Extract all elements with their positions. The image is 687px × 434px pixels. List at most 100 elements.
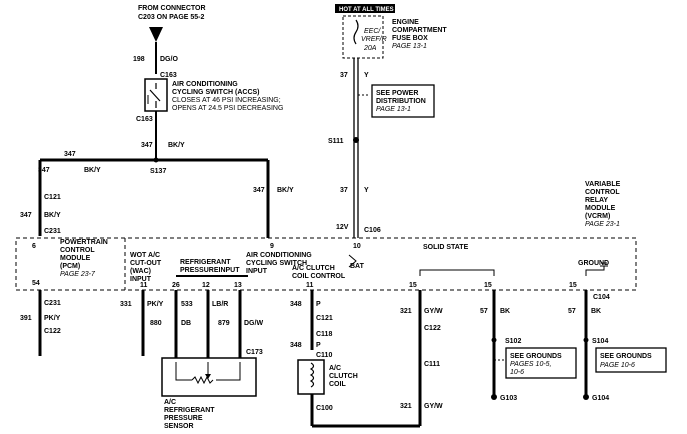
pin-26: 26 <box>172 282 180 289</box>
wire-879-color: DG/W <box>244 320 263 327</box>
fuse-box-name-3: FUSE BOX <box>392 35 428 42</box>
see-grounds-a-box <box>505 347 577 379</box>
wire-37a-color: Y <box>364 72 369 79</box>
wire-321a-color: GY/W <box>424 308 443 315</box>
wire-347c-label: 347 <box>38 167 50 174</box>
splice-s111 <box>353 137 359 143</box>
s102-label: S102 <box>505 338 521 345</box>
accs-input-label-2: CYCLING SWITCH <box>246 260 307 267</box>
fuse-box-name-2: COMPARTMENT <box>392 27 447 34</box>
ground-label: GROUND <box>578 260 609 267</box>
solid-state-label: SOLID STATE <box>423 244 469 251</box>
c111-label: C111 <box>424 361 440 368</box>
wac-label-1: WOT A/C <box>130 252 160 259</box>
sensor-name-1: A/C <box>164 399 176 406</box>
refrigerant-label-2: PRESSUREINPUT <box>180 267 240 274</box>
c121b-label: C121 <box>316 315 333 322</box>
s137-label: S137 <box>150 168 166 175</box>
pin-1: 15 <box>569 282 577 289</box>
connector-arrow-icon <box>149 27 163 42</box>
c231-top-label: C231 <box>44 228 61 235</box>
c100-label: C100 <box>316 405 333 412</box>
pcm-page: PAGE 23-7 <box>60 271 96 278</box>
see-grounds-b-box <box>595 347 667 373</box>
from-connector-label: FROM CONNECTOR <box>138 5 206 12</box>
pin-12: 12 <box>202 282 210 289</box>
pin-15b: 15 <box>484 282 492 289</box>
wire-37a-label: 37 <box>340 72 348 79</box>
wire-347c-color: BK/Y <box>84 167 101 174</box>
c110-label: C110 <box>316 352 332 359</box>
vcrm-pin-9: 9 <box>270 243 274 250</box>
c231-bottom-label: C231 <box>44 300 61 307</box>
wac-label-4: INPUT <box>130 276 152 283</box>
wire-331-color: PK/Y <box>147 301 164 308</box>
c122b-label: C122 <box>424 325 441 332</box>
clutch-control-label-1: A/C CLUTCH <box>292 265 335 272</box>
vcrm-pin-10: 10 <box>353 243 361 250</box>
fuse-line-2: VREF/R <box>361 36 387 43</box>
g103-label: G103 <box>500 395 517 402</box>
c122-label: C122 <box>44 328 61 335</box>
accs-input-label-3: INPUT <box>246 268 268 275</box>
see-grounds-b-2: PAGE 10-6 <box>600 362 635 369</box>
s111-label: S111 <box>328 138 344 145</box>
clutch-name-2: CLUTCH <box>329 373 358 380</box>
wire-37b-label: 37 <box>340 187 348 194</box>
splice-s104 <box>583 337 589 343</box>
wire-347b-label: 347 <box>64 151 76 158</box>
c121-label: C121 <box>44 194 61 201</box>
12v-label: 12V <box>336 224 349 231</box>
wire-879-label: 879 <box>218 320 230 327</box>
wire-391-label: 391 <box>20 315 32 322</box>
c106-label: C106 <box>364 227 381 234</box>
accs-name-1: AIR CONDITIONING <box>172 81 238 88</box>
wire-198-color: DG/O <box>160 56 178 63</box>
wire-348a-label: 348 <box>290 301 302 308</box>
wire-348b-label: 348 <box>290 342 302 349</box>
module-outline <box>15 237 637 291</box>
wire-37b-color: Y <box>364 187 369 194</box>
clutch-control-label-2: COIL CONTROL <box>292 273 346 280</box>
wire-347a-label: 347 <box>141 142 153 149</box>
vcrm-name-2: CONTROL <box>585 189 620 196</box>
accs-desc-1: CLOSES AT 46 PSI INCREASING; <box>172 97 281 104</box>
wire-198-label: 198 <box>133 56 145 63</box>
bat-arrow-icon <box>348 254 357 268</box>
sensor-resistor-icon <box>191 375 214 385</box>
c118-label: C118 <box>316 331 332 338</box>
wire-347e-color: BK/Y <box>277 187 294 194</box>
wire-57a-label: 57 <box>480 308 488 315</box>
wire-lbr-color: LB/R <box>212 301 228 308</box>
pcm-name-4: (PCM) <box>60 263 80 270</box>
splice-s102 <box>491 337 497 343</box>
c173-label: C173 <box>246 349 263 356</box>
fuse-box-outline <box>342 15 384 59</box>
see-grounds-a-3: 10-6 <box>510 369 524 376</box>
sensor-name-4: SENSOR <box>164 423 194 430</box>
accs-input-label-1: AIR CONDITIONING <box>246 252 312 259</box>
refrigerant-sensor-box <box>161 357 257 397</box>
pcm-pin-10: 6 <box>32 243 36 250</box>
from-connector-page: C203 ON PAGE 55-2 <box>138 14 205 21</box>
accs-name-2: CYCLING SWITCH (ACCS) <box>172 89 260 96</box>
pcm-pin-54: 54 <box>32 280 40 287</box>
sensor-name-2: REFRIGERANT <box>164 407 215 414</box>
c104-label: C104 <box>593 294 610 301</box>
wire-321b-label: 321 <box>400 403 412 410</box>
pcm-name-3: MODULE <box>60 255 91 262</box>
sensor-name-3: PRESSURE <box>164 415 203 422</box>
hot-at-all-times-badge <box>335 4 395 13</box>
power-dist-line-1: SEE POWER <box>376 90 418 97</box>
see-grounds-b-1: SEE GROUNDS <box>600 353 652 360</box>
wire-533-color: DB <box>181 320 191 327</box>
s104-label: S104 <box>592 338 608 345</box>
bat-label: BAT <box>350 263 365 270</box>
pcm-name-2: CONTROL <box>60 247 95 254</box>
fuse-icon <box>353 19 359 45</box>
power-dist-line-2: DISTRIBUTION <box>376 98 426 105</box>
hot-at-all-times-label: HOT AT ALL TIMES <box>339 7 394 13</box>
fuse-box-page: PAGE 13-1 <box>392 43 427 50</box>
vcrm-name-1: VARIABLE <box>585 181 621 188</box>
